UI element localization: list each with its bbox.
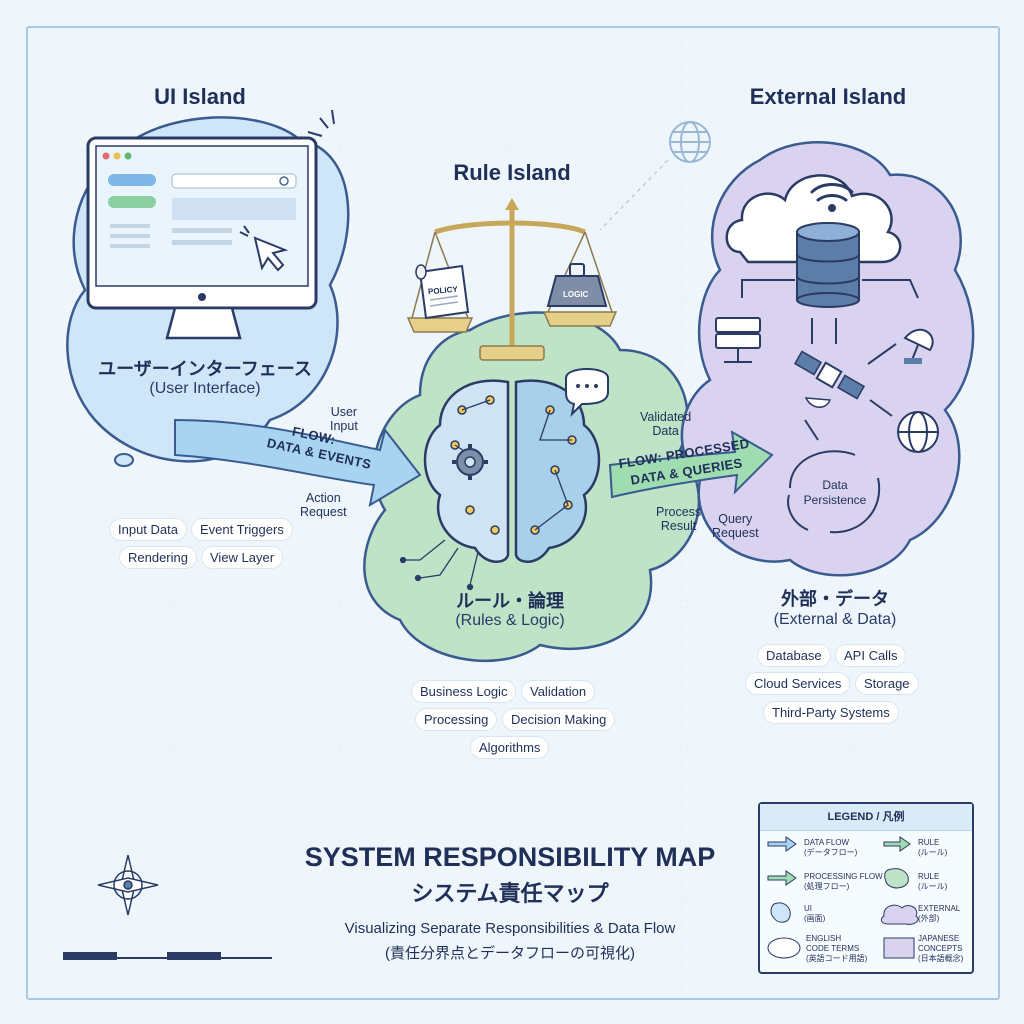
rule-chip: Business Logic: [412, 681, 516, 702]
satellite-icon: [793, 350, 866, 408]
legend-item-label: DATA FLOW (データフロー): [804, 838, 858, 857]
spark-lines: [307, 109, 335, 137]
legend: LEGEND / 凡例 DATA FLOW (データフロー) RULE (ルール…: [758, 802, 974, 974]
external-island-name-jp: 外部・データ: [781, 589, 889, 609]
flow2-top-label: Validated Data: [640, 410, 692, 438]
legend-item-label: ENGLISH CODE TERMS (英語コード用語): [806, 934, 868, 963]
persistence-cycle: [787, 450, 881, 534]
external-chip: Storage: [856, 673, 918, 694]
globe-icon-external: [897, 411, 939, 453]
rule-chip: Decision Making: [503, 709, 615, 730]
external-island-name-en: (External & Data): [773, 611, 897, 628]
cursor-icon: [239, 225, 289, 272]
map-title-jp: システム責任マップ: [411, 881, 609, 906]
rule-chip: Validation: [522, 681, 595, 702]
map-title: SYSTEM RESPONSIBILITY MAP: [304, 842, 716, 872]
circuit-traces: [399, 539, 479, 591]
flow2-bottom-label-2: Query Request: [712, 512, 759, 540]
legend-item-label: RULE (ルール): [918, 838, 948, 857]
map-frame: [26, 26, 1000, 1000]
flow-arrow-ui-to-rule: [174, 418, 422, 508]
ui-island-name-jp: ユーザーインターフェース: [98, 359, 312, 379]
rule-chip: Algorithms: [471, 737, 549, 758]
legend-item-label: RULE (ルール): [918, 872, 948, 891]
scale-bar: [63, 952, 272, 960]
external-chip: Database: [758, 645, 830, 666]
gear-icon: [452, 444, 488, 480]
logic-weight-icon: [546, 263, 608, 307]
scales-icon: [406, 198, 618, 361]
external-chip: Cloud Services: [746, 673, 850, 694]
ui-chip: View Layer: [202, 547, 283, 568]
server-icon: [715, 317, 761, 363]
data-persistence-label: Data Persistence: [803, 478, 867, 507]
ui-island-name-en: (User Interface): [149, 380, 261, 397]
external-island-title: External Island: [749, 84, 907, 109]
database-icon: [796, 222, 860, 308]
external-arrows: [741, 279, 919, 441]
rule-island-name-jp: ルール・論理: [456, 591, 564, 611]
legend-item-label: EXTERNAL (外部): [918, 904, 961, 923]
legend-item-label: PROCESSING FLOW (処理フロー): [804, 872, 883, 891]
rule-island-title: Rule Island: [453, 160, 571, 185]
external-chip: Third-Party Systems: [764, 702, 898, 723]
map-subtitle: Visualizing Separate Responsibilities & …: [344, 920, 676, 937]
ui-island-title: UI Island: [154, 84, 246, 109]
legend-item-label: JAPANESE CONCEPTS (日本語概念): [918, 934, 964, 963]
flow2-bottom-label-1: Process Result: [656, 505, 702, 533]
ui-chip: Input Data: [110, 519, 186, 540]
satellite-dish-icon: [903, 328, 934, 364]
globe-icon: [669, 121, 711, 163]
rule-island-name-en: (Rules & Logic): [455, 612, 565, 629]
flow1-bottom-label: Action Request: [300, 491, 347, 519]
ui-chip: Rendering: [120, 547, 196, 568]
legend-item-label: UI (画面): [804, 904, 826, 923]
external-chip: API Calls: [836, 645, 906, 666]
map-subtitle-jp: (責任分界点とデータフローの可視化): [385, 945, 635, 962]
flow-arrow-rule-to-external: [608, 430, 774, 499]
logic-label: LOGIC: [563, 290, 589, 299]
compass-rose-icon: [97, 854, 159, 916]
legend-swatches: [767, 836, 919, 959]
monitor-icon: [86, 136, 318, 340]
legend-heading: LEGEND / 凡例: [760, 804, 972, 831]
wifi-icon: [810, 183, 854, 212]
speech-bubble-icon: [565, 368, 609, 418]
ui-chip: Event Triggers: [192, 519, 292, 540]
rule-chip: Processing: [416, 709, 497, 730]
flow1-top-label: User Input: [330, 405, 358, 433]
policy-scroll-icon: [415, 264, 470, 320]
